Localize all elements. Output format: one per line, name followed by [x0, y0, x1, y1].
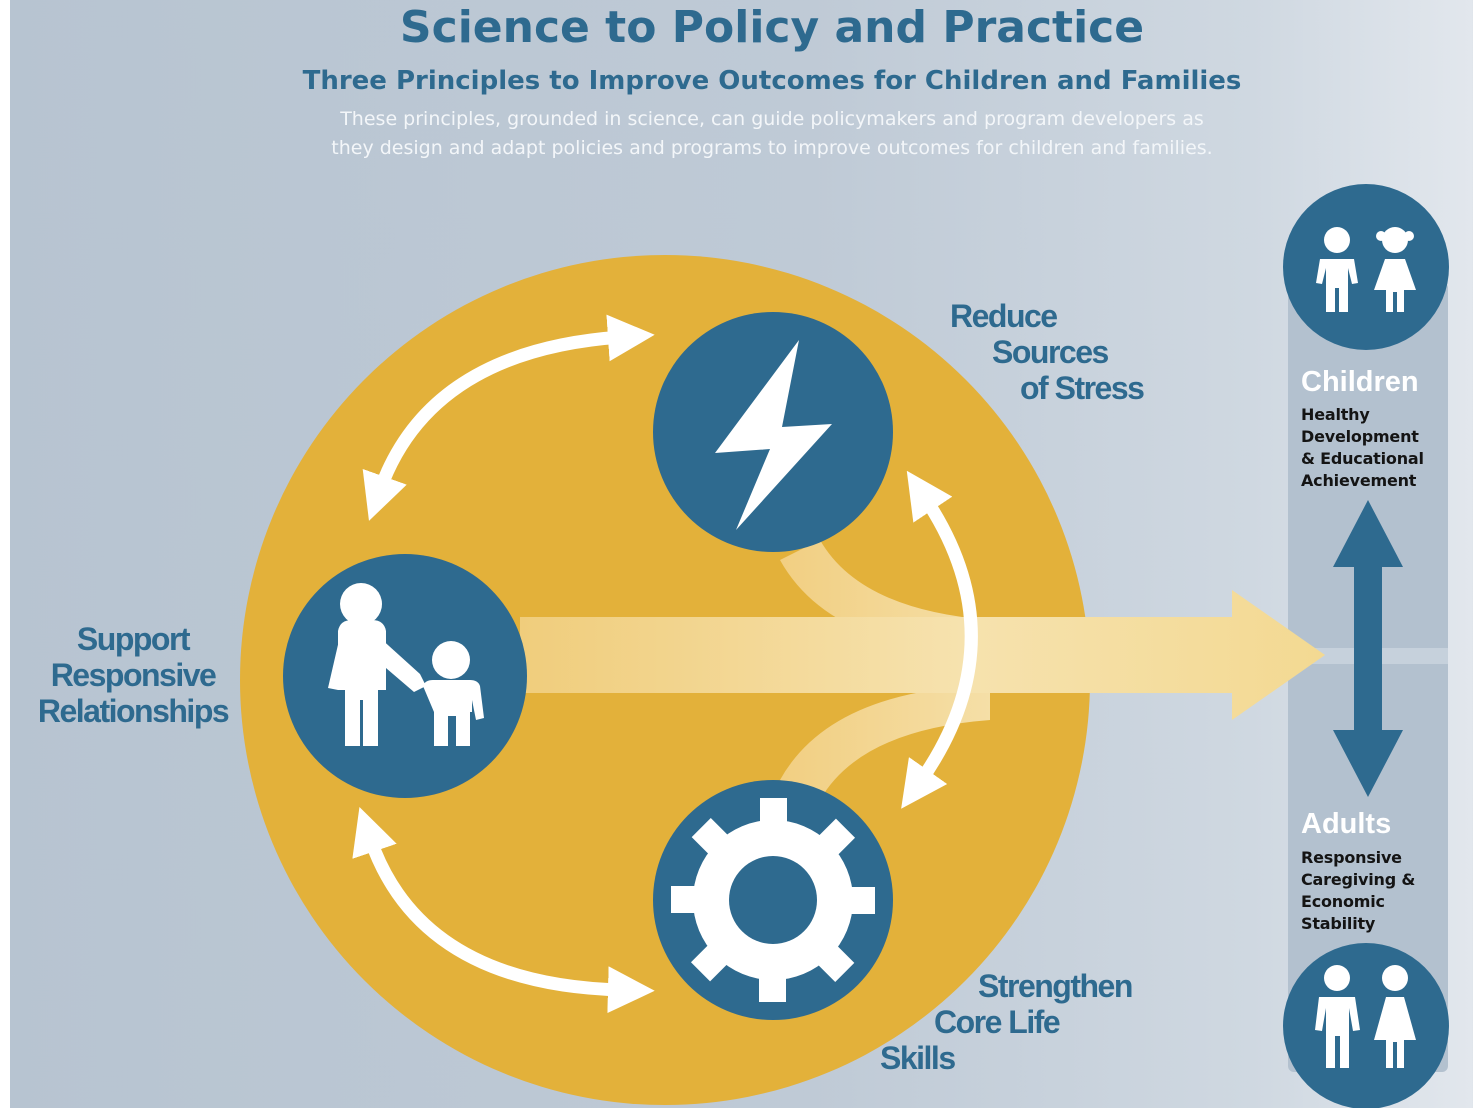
gear-hole [729, 856, 817, 944]
outcome-description-line: Achievement [1301, 471, 1417, 490]
arrow-skills-relationships [352, 806, 655, 1014]
outcome-description-line: Economic [1301, 892, 1385, 911]
outcome-description-line: Stability [1301, 914, 1376, 933]
principle-label-line: Relationships [37, 693, 230, 729]
outcome-description-line: Healthy [1301, 405, 1370, 424]
principle-label-line: Sources [992, 334, 1109, 370]
page-title: Science to Policy and Practice [399, 2, 1145, 53]
outcome-double-arrow [1333, 500, 1403, 797]
adults-icon-circle [1283, 943, 1449, 1108]
outcome-description-adults: Responsive Caregiving & Economic Stabili… [1301, 847, 1415, 935]
principle-label-line: Responsive [50, 657, 217, 693]
stress-icon-circle [653, 312, 893, 552]
outcome-description-line: & Educational [1301, 449, 1424, 468]
principle-label-line: Support [76, 621, 191, 657]
outcome-description-line: Responsive [1301, 848, 1402, 867]
lightning-bolt-icon [715, 340, 832, 530]
principle-label-line: Skills [880, 1040, 956, 1076]
principle-label-stress: Reduce Sources of Stress [950, 298, 1145, 406]
outcome-description-line: Caregiving & [1301, 870, 1416, 889]
arrow-stress-skills [901, 470, 978, 809]
principle-label-relationships: Support Responsive Relationships [18, 621, 248, 729]
outcome-description-line: Development [1301, 427, 1419, 446]
description-line: they design and adapt policies and progr… [331, 137, 1213, 159]
principle-label-line: of Stress [1020, 370, 1145, 406]
principle-label-line: Strengthen [978, 968, 1133, 1004]
left-white-edge [0, 0, 10, 1108]
principle-label-line: Core Life [934, 1004, 1061, 1040]
outcome-heading-children: Children [1301, 366, 1419, 398]
outcome-description-children: Healthy Development & Educational Achiev… [1301, 404, 1424, 492]
children-icon-circle [1283, 184, 1449, 350]
skills-icon-circle [653, 780, 893, 1020]
principle-label-line: Reduce [950, 298, 1058, 334]
arrow-relationships-stress [362, 314, 655, 521]
principle-label-skills: Strengthen Core Life Skills [880, 968, 1133, 1076]
children-icon [1316, 227, 1416, 312]
parent-child-icon [328, 583, 484, 746]
description-line: These principles, grounded in science, c… [340, 108, 1204, 130]
page-subtitle: Three Principles to Improve Outcomes for… [302, 66, 1242, 96]
adults-icon [1315, 965, 1416, 1068]
outcome-heading-adults: Adults [1301, 808, 1392, 840]
relationships-icon-circle [283, 554, 527, 798]
page-description: These principles, grounded in science, c… [232, 105, 1312, 163]
